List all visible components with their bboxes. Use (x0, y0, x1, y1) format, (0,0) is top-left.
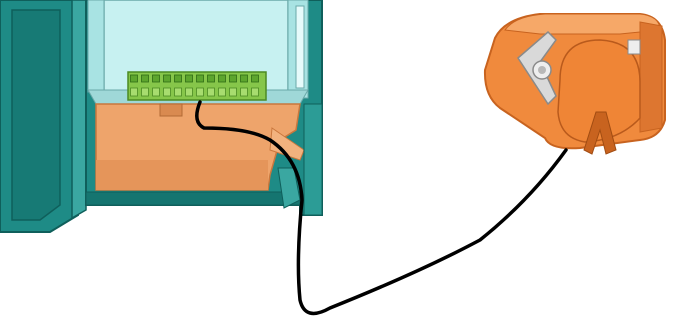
terminal-screw (175, 75, 182, 82)
terminal-slot (197, 88, 204, 96)
controller-right-bevel (304, 104, 322, 215)
terminal-screw (131, 75, 138, 82)
terminal-slot (241, 88, 248, 96)
terminal-screw (208, 75, 215, 82)
controller-enclosure-icon (0, 0, 322, 232)
terminal-screw (164, 75, 171, 82)
door-inner-rib (12, 10, 60, 220)
terminal-slot (208, 88, 215, 96)
terminal-slot (142, 88, 149, 96)
terminal-screw (153, 75, 160, 82)
terminal-slot (219, 88, 226, 96)
sensor-side-ribs (640, 22, 662, 132)
cable-icon (197, 102, 566, 313)
terminal-screw (241, 75, 248, 82)
terminal-screw (186, 75, 193, 82)
terminal-slot (164, 88, 171, 96)
terminal-slot (131, 88, 138, 96)
door-hinge-edge (72, 0, 86, 218)
terminal-screw (230, 75, 237, 82)
terminal-screw (252, 75, 259, 82)
cover-lower-shade (96, 160, 268, 190)
cover-latch (160, 104, 182, 116)
controller-bottom-lip (86, 192, 300, 205)
terminal-screw (219, 75, 226, 82)
panel-left-rail (88, 0, 104, 92)
panel-right-slot (296, 6, 304, 88)
terminal-screw (197, 75, 204, 82)
rain-sensor-icon (485, 14, 665, 154)
terminal-slot (186, 88, 193, 96)
terminal-slot (153, 88, 160, 96)
terminal-slot (252, 88, 259, 96)
terminal-slot (230, 88, 237, 96)
bracket-screw-hole (538, 66, 546, 74)
terminal-slot (175, 88, 182, 96)
terminal-screw (142, 75, 149, 82)
sensor-top-face (505, 14, 660, 34)
sensor-side-clip (628, 40, 640, 54)
